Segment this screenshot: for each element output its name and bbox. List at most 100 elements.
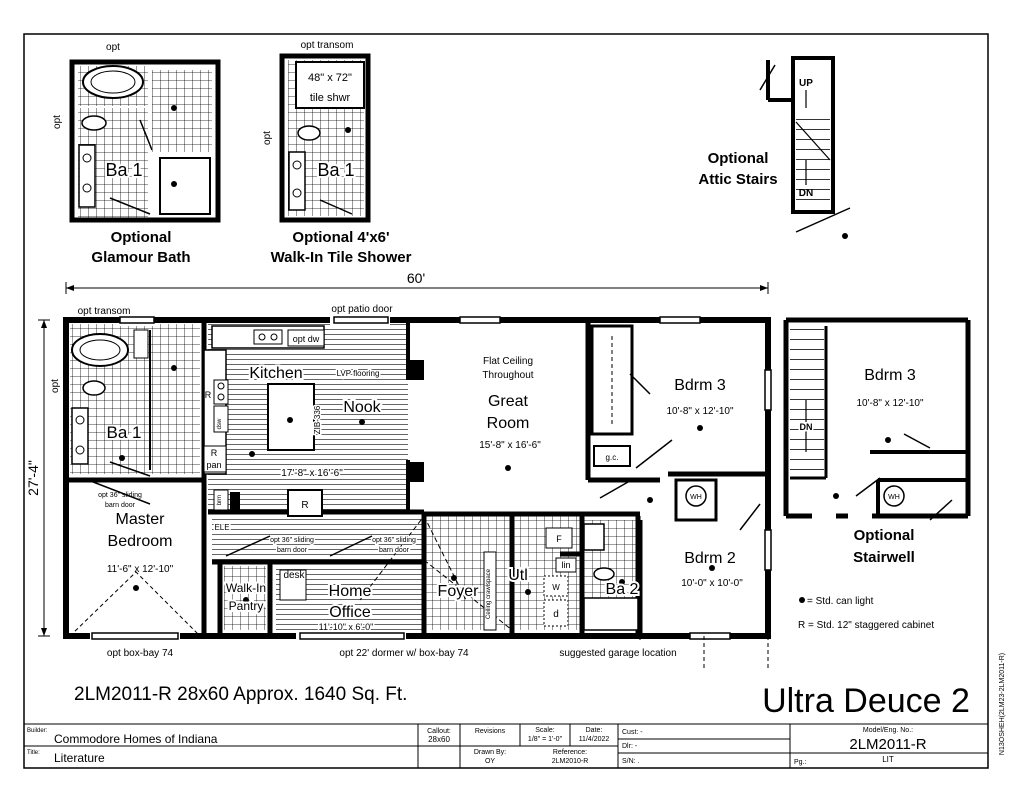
inset-stairwell xyxy=(783,317,971,521)
office-label-2: Office xyxy=(329,604,371,621)
sliding-master-2: barn door xyxy=(105,502,136,509)
attic-caption-1: Optional xyxy=(708,150,769,167)
model-no-value: 2LM2011-R xyxy=(849,736,926,753)
dimension-depth: 27'-4" xyxy=(25,460,41,496)
builder-label: Builder: xyxy=(27,728,48,734)
brand-name: Ultra Deuce 2 xyxy=(762,682,970,720)
shower-opt-transom: opt transom xyxy=(301,40,354,51)
opt-dw-label: opt dw xyxy=(293,334,320,344)
box-bay-label: opt box-bay 74 xyxy=(107,648,174,659)
flat-ceiling-2: Throughout xyxy=(482,370,533,381)
shower-caption-1: Optional 4'x6' xyxy=(292,229,389,246)
ele-label: ELE xyxy=(214,523,229,532)
opt-side-label: opt xyxy=(50,379,61,393)
kitchen-label: Kitchen xyxy=(249,365,302,382)
pg-label: Pg.: xyxy=(794,759,807,766)
shower-size: 48" x 72" xyxy=(308,72,352,84)
reference-value: 2LM2010-R xyxy=(552,758,589,765)
great-room-1: Great xyxy=(488,393,529,410)
stairwell-dn: DN xyxy=(800,422,813,432)
sliding-pantry-1: opt 36" sliding xyxy=(270,537,314,544)
opt-transom-label: opt transom xyxy=(78,306,131,317)
lvp-flooring-label: LVP flooring xyxy=(337,369,380,378)
inset-tile-shower xyxy=(279,53,371,223)
desk-label: desk xyxy=(283,570,305,581)
model-no-label: Model/Eng. No.: xyxy=(863,727,913,734)
attic-dn: DN xyxy=(799,188,813,199)
shower-caption-2: Walk-In Tile Shower xyxy=(271,249,412,266)
date-label: Date: xyxy=(586,727,603,734)
washer-label: W xyxy=(552,583,560,592)
foyer-tile-floor xyxy=(424,516,512,630)
pan-label: pan xyxy=(206,460,221,470)
dsw-label: dsw xyxy=(217,418,223,429)
drawn-value: OY xyxy=(485,758,495,765)
sliding-office-1: opt 36" sliding xyxy=(372,537,416,544)
kitchen-size-label: 17'-8" x 16'-6" xyxy=(281,468,343,479)
callout-label: Callout: xyxy=(427,728,451,735)
utl-label: Utl xyxy=(508,567,528,584)
callout-value: 28x60 xyxy=(428,735,450,744)
bdrm2-label: Bdrm 2 xyxy=(684,550,736,567)
stairwell-caption-1: Optional xyxy=(854,527,915,544)
kitchen-r-label: R xyxy=(205,390,212,400)
can-light-marker xyxy=(799,597,805,603)
great-room-size: 15'-8" x 16'-6" xyxy=(479,440,541,451)
model-line: 2LM2011-R 28x60 Approx. 1640 Sq. Ft. xyxy=(74,684,407,705)
stairwell-caption-2: Stairwell xyxy=(853,549,915,566)
walkin-label-2: Pantry xyxy=(229,599,264,613)
master-label-2: Bedroom xyxy=(108,533,173,550)
cust-label: Cust: - xyxy=(622,729,643,736)
date-value: 11/4/2022 xyxy=(579,736,610,743)
brm-label: brm xyxy=(217,495,223,505)
walkin-label-1: Walk-In xyxy=(226,581,266,595)
stairwell-size: 10'-8" x 12'-10" xyxy=(856,398,924,409)
attic-up: UP xyxy=(799,78,813,89)
sliding-master-1: opt 36" sliding xyxy=(98,492,142,499)
lin-label: lin xyxy=(561,560,570,570)
stairwell-wh: WH xyxy=(888,494,900,501)
glamour-caption-1: Optional xyxy=(111,229,172,246)
shower-label: tile shwr xyxy=(310,92,351,104)
drawn-label: Drawn By: xyxy=(474,749,506,756)
lit-value: LIT xyxy=(882,755,894,764)
office-size: 11'-10" x 6'-0" xyxy=(319,622,374,632)
legend-cabinet: R = Std. 12" staggered cabinet xyxy=(798,620,934,631)
office-label-1: Home xyxy=(329,583,372,600)
shower-room-label: Ba 1 xyxy=(317,160,354,180)
title-label: Title: xyxy=(27,750,40,756)
dormer-label: opt 22' dormer w/ box-bay 74 xyxy=(339,648,469,659)
scale-value: 1/8" = 1'-0" xyxy=(528,736,563,743)
builder-value: Commodore Homes of Indiana xyxy=(54,732,218,746)
dlr-label: Dlr: - xyxy=(622,743,638,750)
great-room-2: Room xyxy=(487,415,530,432)
title-block xyxy=(23,723,989,769)
bdrm3-size: 10'-8" x 12'-10" xyxy=(666,406,734,417)
sliding-pantry-2: barn door xyxy=(277,547,308,554)
main-plan xyxy=(63,316,772,670)
sn-label: S/N: . xyxy=(622,758,640,765)
sliding-office-2: barn door xyxy=(379,547,410,554)
glamour-room-label: Ba 1 xyxy=(105,160,142,180)
nook-label: Nook xyxy=(343,399,381,416)
wh-label: WH xyxy=(690,494,702,501)
garage-label: suggested garage location xyxy=(559,648,676,659)
master-size: 11'-6" x 12'-10" xyxy=(107,564,174,575)
ba1-label: Ba 1 xyxy=(107,423,142,442)
stairwell-room: Bdrm 3 xyxy=(864,367,916,384)
reference-label: Reference: xyxy=(553,749,587,756)
glamour-caption-2: Glamour Bath xyxy=(91,249,190,266)
glamour-opt-top: opt xyxy=(106,42,120,53)
ceiling-crawlspace-label: Ceiling crawlspace xyxy=(486,568,492,619)
shower-opt-side: opt xyxy=(262,131,273,145)
dimension-width: 60' xyxy=(407,270,425,286)
ba2-label: Ba 2 xyxy=(606,581,639,598)
attic-caption-2: Attic Stairs xyxy=(698,171,777,188)
cabinet-r-label: R xyxy=(301,500,308,511)
bdrm2-size: 10'-0" x 10'-0" xyxy=(681,578,743,589)
dimension-lines xyxy=(38,282,769,637)
scale-label: Scale: xyxy=(535,727,555,734)
foyer-label: Foyer xyxy=(438,583,480,600)
dryer-label: d xyxy=(553,609,559,620)
